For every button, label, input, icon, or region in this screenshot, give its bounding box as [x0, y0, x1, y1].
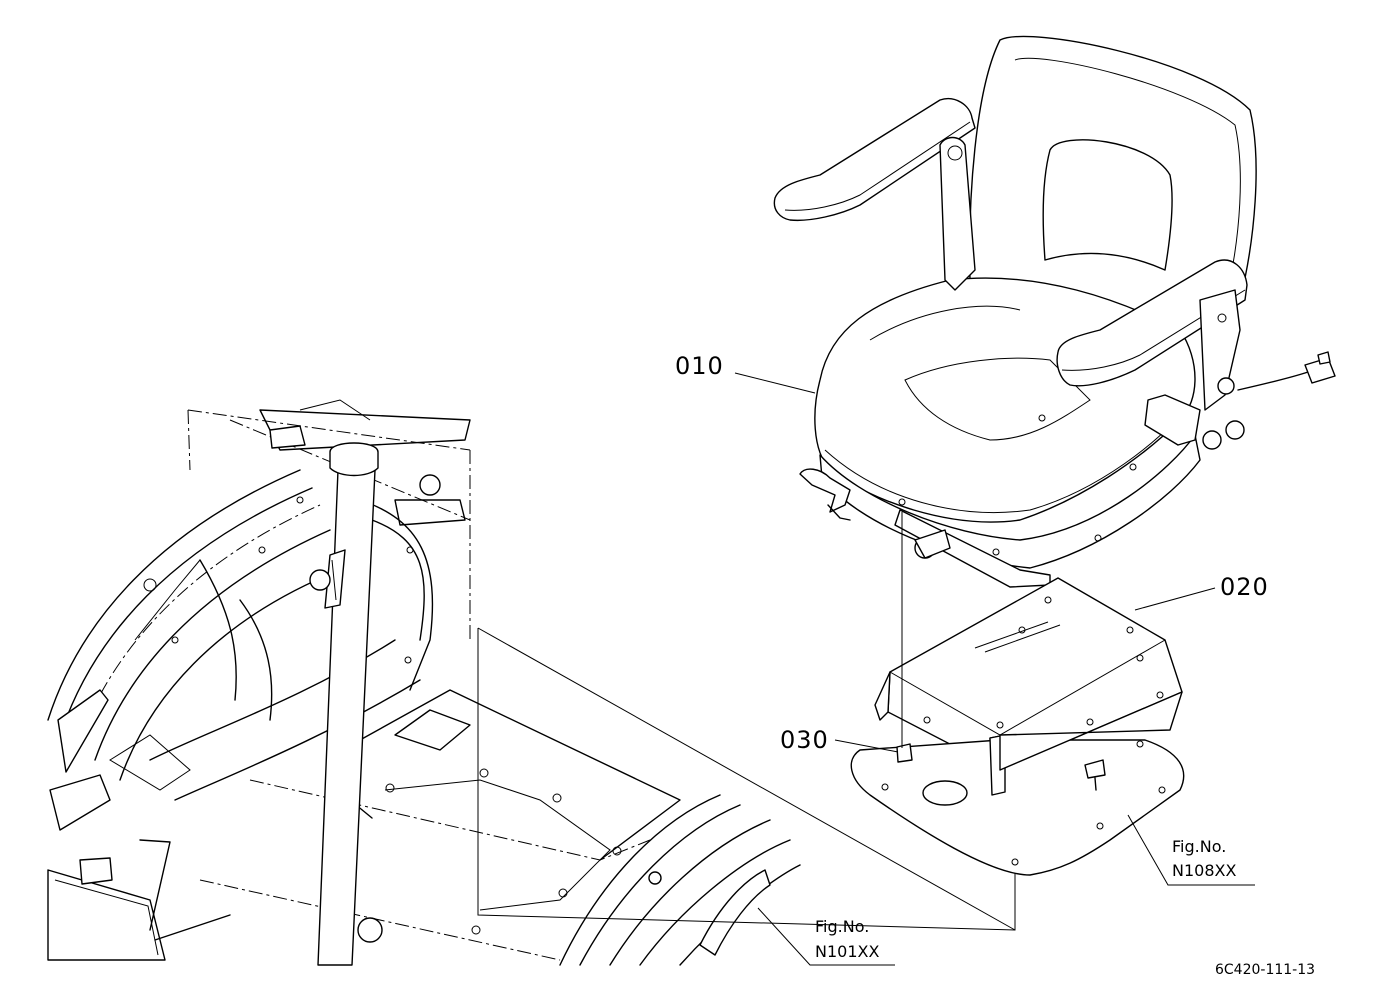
callout-leaders [734, 372, 1255, 966]
fig-ref-number-n101: N101XX [815, 942, 879, 961]
callout-010-label: 010 [675, 352, 724, 380]
floor-plate [850, 691, 1185, 876]
callout-020-label: 020 [1220, 573, 1269, 601]
fig-ref-number-n108: N108XX [1172, 861, 1236, 880]
drawing-code: 6C420-111-13 [1215, 962, 1315, 978]
seat-assembly-010 [773, 35, 1336, 588]
rear-tire-drawing [559, 794, 801, 966]
fig-ref-label-n101: Fig.No. [815, 917, 869, 936]
tractor-frame-drawing [47, 399, 681, 966]
fig-ref-label-n108: Fig.No. [1172, 837, 1226, 856]
callout-030-label: 030 [780, 726, 829, 754]
